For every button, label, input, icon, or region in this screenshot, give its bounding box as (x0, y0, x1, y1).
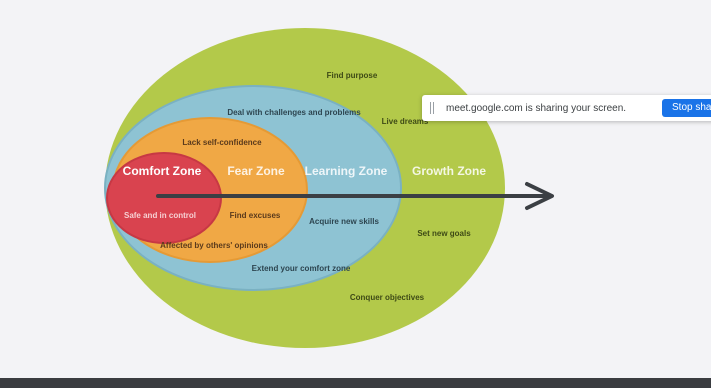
note-live-dreams: Live dreams (382, 117, 429, 126)
growth-arrow-head (525, 182, 554, 210)
note-safe-in-control: Safe and in control (124, 211, 196, 220)
stop-sharing-button[interactable]: Stop sharing (662, 99, 711, 117)
note-set-new-goals: Set new goals (417, 229, 471, 238)
note-lack-self-confidence: Lack self-confidence (182, 138, 262, 147)
drag-handle-icon[interactable] (430, 102, 434, 114)
screen-share-bar: meet.google.com is sharing your screen. … (422, 95, 711, 121)
note-acquire-new-skills: Acquire new skills (309, 217, 379, 226)
note-affected-by-opinions: Affected by others' opinions (160, 241, 268, 250)
monitor-bezel (0, 378, 711, 388)
note-find-purpose: Find purpose (327, 71, 378, 80)
learning-zone-label: Learning Zone (305, 164, 388, 178)
comfort-zone-label: Comfort Zone (123, 164, 202, 178)
note-find-excuses: Find excuses (230, 211, 281, 220)
note-extend-comfort-zone: Extend your comfort zone (252, 264, 351, 273)
fear-zone-label: Fear Zone (227, 164, 285, 178)
growth-zone-label: Growth Zone (412, 164, 486, 178)
note-deal-with-challenges: Deal with challenges and problems (227, 108, 361, 117)
share-message: meet.google.com is sharing your screen. (446, 102, 627, 114)
note-conquer-objectives: Conquer objectives (350, 293, 425, 302)
